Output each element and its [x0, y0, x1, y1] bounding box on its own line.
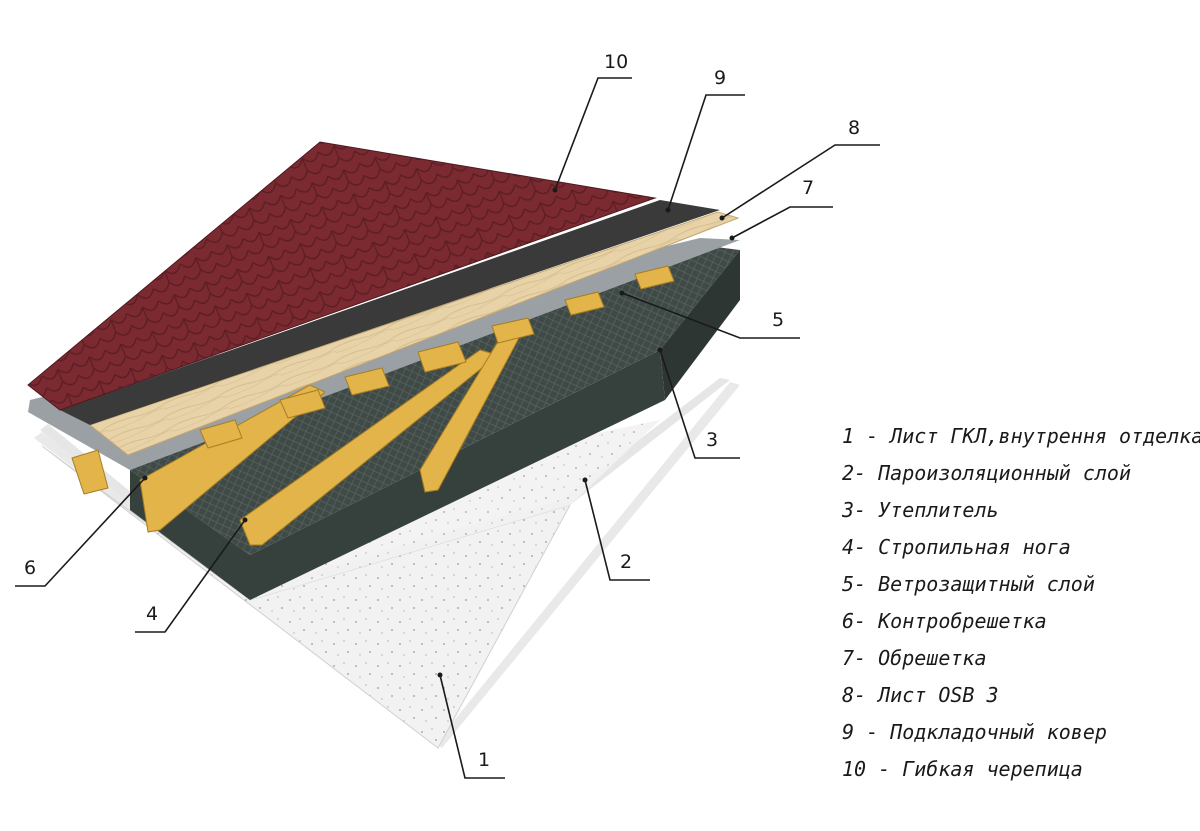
leader-5: [621, 292, 800, 339]
layer-underlay: [60, 200, 720, 425]
battens: [71, 265, 675, 495]
rafter-right: [419, 329, 521, 493]
legend-item: 2- Пароизоляционный слой: [842, 461, 1131, 485]
rafter-middle: [239, 349, 500, 546]
legend-item: 7- Обрешетка: [842, 646, 987, 670]
layer-osb-sheet: [88, 211, 740, 456]
legend-item: 6- Контробрешетка: [842, 609, 1047, 633]
batten-7: [634, 265, 675, 290]
leader-2: [584, 479, 650, 581]
leader-10: [554, 77, 632, 191]
layer-insulation-front: [130, 350, 665, 600]
leader-lines: [15, 77, 880, 779]
legend-item: 9 - Подкладочный ковер: [842, 720, 1107, 744]
legend-item: 3- Утеплитель: [842, 498, 999, 522]
legend: 1 - Лист ГКЛ,внутрення отделка 2- Пароиз…: [842, 418, 1200, 788]
legend-item: 1 - Лист ГКЛ,внутрення отделка: [842, 424, 1200, 448]
leader-6: [15, 477, 146, 587]
batten-4: [417, 341, 467, 373]
leader-dots: [142, 187, 735, 678]
legend-item: 5- Ветрозащитный слой: [842, 572, 1095, 596]
legend-item: 8- Лист OSB 3: [842, 683, 999, 707]
leader-9: [667, 94, 745, 211]
leader-3: [659, 349, 740, 459]
batten-6: [564, 291, 605, 316]
callout-7: 7: [802, 177, 814, 199]
callout-1: 1: [478, 749, 490, 771]
callout-3: 3: [706, 429, 718, 451]
callout-2: 2: [620, 551, 632, 573]
batten-2: [279, 389, 326, 419]
layer-flexible-shingles: [27, 141, 657, 411]
callout-8: 8: [848, 117, 860, 139]
callout-9: 9: [714, 67, 726, 89]
legend-item: 10 - Гибкая черепица: [842, 757, 1083, 781]
counter-batten-end: [71, 449, 109, 495]
leader-8: [721, 144, 880, 219]
callout-6: 6: [24, 557, 36, 579]
leader-1: [439, 674, 505, 779]
batten-5: [491, 317, 535, 344]
layer-insulation-side: [660, 250, 740, 400]
batten-3: [344, 367, 390, 396]
callout-4: 4: [146, 603, 158, 625]
callout-10: 10: [604, 51, 628, 73]
callout-5: 5: [772, 309, 784, 331]
leader-4: [135, 519, 246, 633]
leader-7: [731, 206, 833, 239]
rafters: [139, 329, 521, 546]
batten-1: [199, 419, 243, 449]
legend-item: 4- Стропильная нога: [842, 535, 1071, 559]
